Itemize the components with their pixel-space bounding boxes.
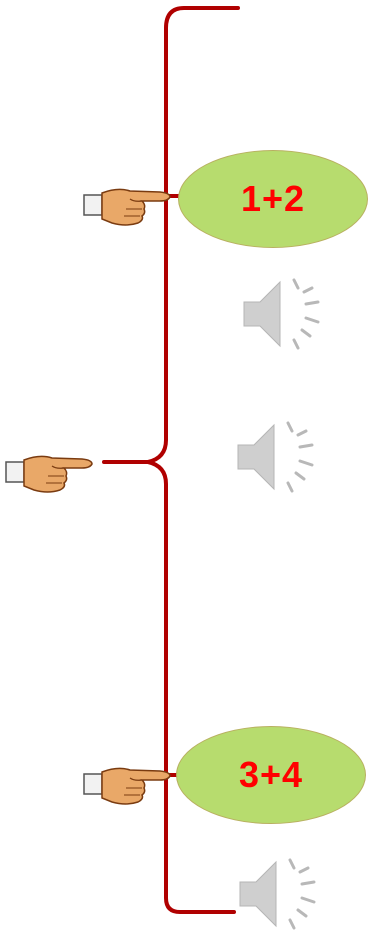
lower-bracket-line bbox=[148, 462, 234, 912]
pointing-hand-icon bbox=[82, 183, 178, 229]
oval-3-4[interactable]: 3+4 bbox=[176, 726, 366, 824]
speaker-icon[interactable] bbox=[236, 852, 320, 936]
speaker-icon[interactable] bbox=[234, 415, 318, 499]
pointing-hand-icon bbox=[82, 762, 178, 808]
pointing-hand-icon bbox=[4, 450, 100, 496]
oval-1-2-label: 1+2 bbox=[241, 178, 305, 220]
speaker-icon[interactable] bbox=[240, 272, 324, 356]
oval-1-2[interactable]: 1+2 bbox=[178, 150, 368, 248]
oval-3-4-label: 3+4 bbox=[239, 754, 303, 796]
